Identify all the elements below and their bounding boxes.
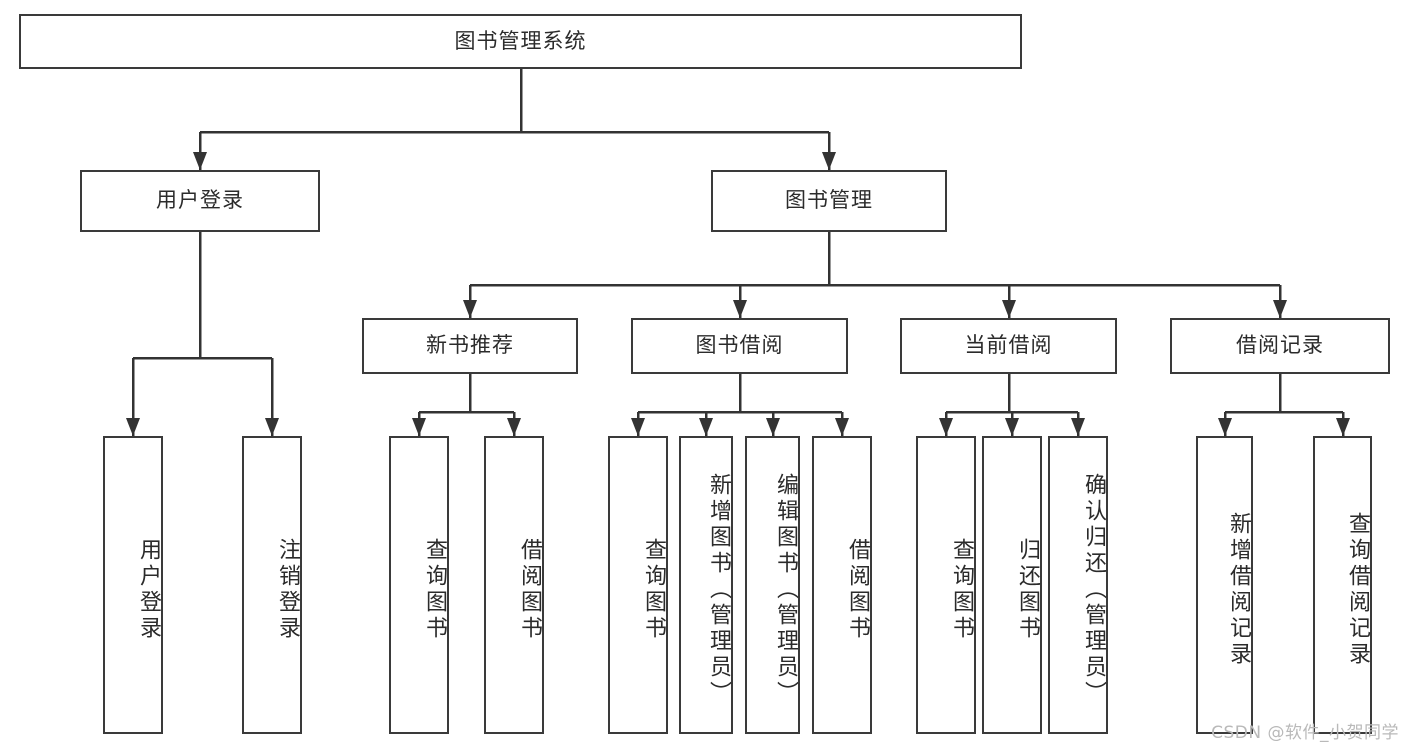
node-leaf_edit_book[interactable]: 编辑图书（管理员） [745,436,800,734]
node-leaf_borrow_2[interactable]: 借阅图书 [812,436,872,734]
node-leaf_return[interactable]: 归还图书 [982,436,1042,734]
node-leaf_user_login[interactable]: 用户登录 [103,436,163,734]
node-leaf_q_book_3[interactable]: 查询图书 [916,436,976,734]
node-label: 注销登录 [275,538,300,642]
node-label: 确认归还（管理员） [1081,473,1106,707]
node-leaf_conf_ret[interactable]: 确认归还（管理员） [1048,436,1108,734]
node-label: 查询图书 [641,538,666,642]
node-book_mgmt[interactable]: 图书管理 [711,170,947,232]
node-current_borrow[interactable]: 当前借阅 [900,318,1117,374]
node-label: 借阅记录 [1236,333,1324,358]
node-label: 用户登录 [136,538,161,642]
node-book_borrow[interactable]: 图书借阅 [631,318,848,374]
node-label: 当前借阅 [964,333,1053,358]
node-label: 图书管理系统 [454,28,587,53]
node-leaf_add_rec[interactable]: 新增借阅记录 [1196,436,1253,734]
node-label: 编辑图书（管理员） [773,473,798,707]
node-leaf_q_book_2[interactable]: 查询图书 [608,436,668,734]
node-label: 借阅图书 [517,538,542,642]
node-user_login[interactable]: 用户登录 [80,170,320,232]
node-label: 新书推荐 [426,333,514,358]
node-label: 图书管理 [785,188,873,213]
watermark: CSDN @软件_小贺同学 [1211,723,1399,743]
node-leaf_borrow_1[interactable]: 借阅图书 [484,436,544,734]
node-leaf_add_book[interactable]: 新增图书（管理员） [679,436,733,734]
node-label: 借阅图书 [845,538,870,642]
node-label: 归还图书 [1015,538,1040,642]
node-leaf_q_rec[interactable]: 查询借阅记录 [1313,436,1372,734]
node-borrow_record[interactable]: 借阅记录 [1170,318,1390,374]
node-new_book_rec[interactable]: 新书推荐 [362,318,578,374]
node-label: 新增图书（管理员） [706,473,731,707]
node-label: 图书借阅 [695,333,784,358]
node-leaf_q_book_1[interactable]: 查询图书 [389,436,449,734]
node-label: 查询图书 [949,538,974,642]
node-root[interactable]: 图书管理系统 [19,14,1022,69]
node-leaf_logout[interactable]: 注销登录 [242,436,302,734]
node-label: 查询图书 [422,538,447,642]
node-label: 查询借阅记录 [1345,512,1370,668]
node-label: 新增借阅记录 [1226,512,1251,668]
node-label: 用户登录 [156,188,244,213]
